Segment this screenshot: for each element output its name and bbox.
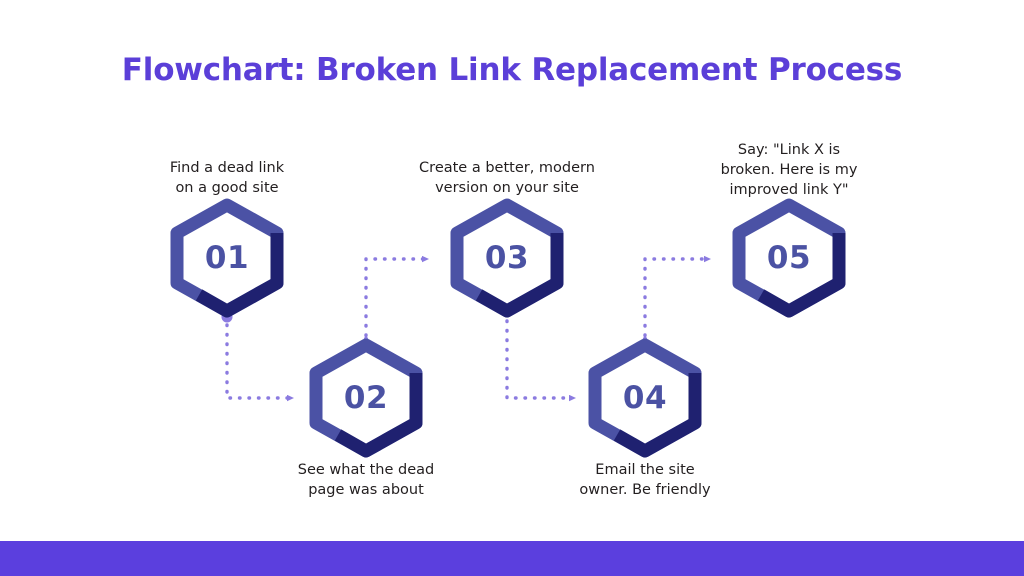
step-label-05-line1: Say: "Link X is	[737, 142, 841, 158]
hexagon-shape-icon	[309, 338, 423, 458]
hexagon-shape-icon	[732, 198, 846, 318]
step-label-01: Find a dead link on a good site	[97, 158, 357, 198]
hexagon-03	[450, 198, 564, 318]
step-label-04: Email the site owner. Be friendly	[515, 460, 775, 500]
step-label-03: Create a better, modern version on your …	[377, 158, 637, 198]
step-label-01-line2: on a good site	[175, 180, 279, 196]
connector-01-to-02	[221, 311, 294, 402]
hexagon-shape-icon	[170, 198, 284, 318]
step-label-02: See what the dead page was about	[236, 460, 496, 500]
step-number-03: 03	[484, 240, 530, 276]
connector-02-to-03	[363, 255, 429, 347]
step-number-04: 04	[622, 380, 668, 416]
connector-03-to-04	[504, 312, 576, 402]
connector-04-to-05	[642, 255, 711, 347]
step-label-02-line1: See what the dead	[297, 462, 435, 478]
step-label-05: Say: "Link X is broken. Here is my impro…	[659, 140, 919, 200]
step-label-05-line2: broken. Here is my	[720, 162, 858, 178]
step-label-03-line2: version on your site	[435, 180, 579, 196]
step-number-05: 05	[766, 240, 812, 276]
step-label-04-line2: owner. Be friendly	[579, 482, 711, 498]
step-label-01-line1: Find a dead link	[169, 160, 285, 176]
hexagon-01	[170, 198, 284, 318]
step-label-03-line1: Create a better, modern	[419, 160, 595, 176]
bottom-accent-bar	[0, 541, 1024, 576]
step-number-01: 01	[204, 240, 250, 276]
hexagon-shape-icon	[588, 338, 702, 458]
page-title: Flowchart: Broken Link Replacement Proce…	[121, 52, 903, 88]
hexagon-05	[732, 198, 846, 318]
hexagon-shape-icon	[450, 198, 564, 318]
hexagon-02	[309, 338, 423, 458]
hexagon-04	[588, 338, 702, 458]
step-label-05-line3: improved link Y"	[729, 182, 849, 198]
step-label-02-line2: page was about	[308, 482, 424, 498]
step-number-02: 02	[343, 380, 389, 416]
step-label-04-line1: Email the site	[595, 462, 695, 478]
